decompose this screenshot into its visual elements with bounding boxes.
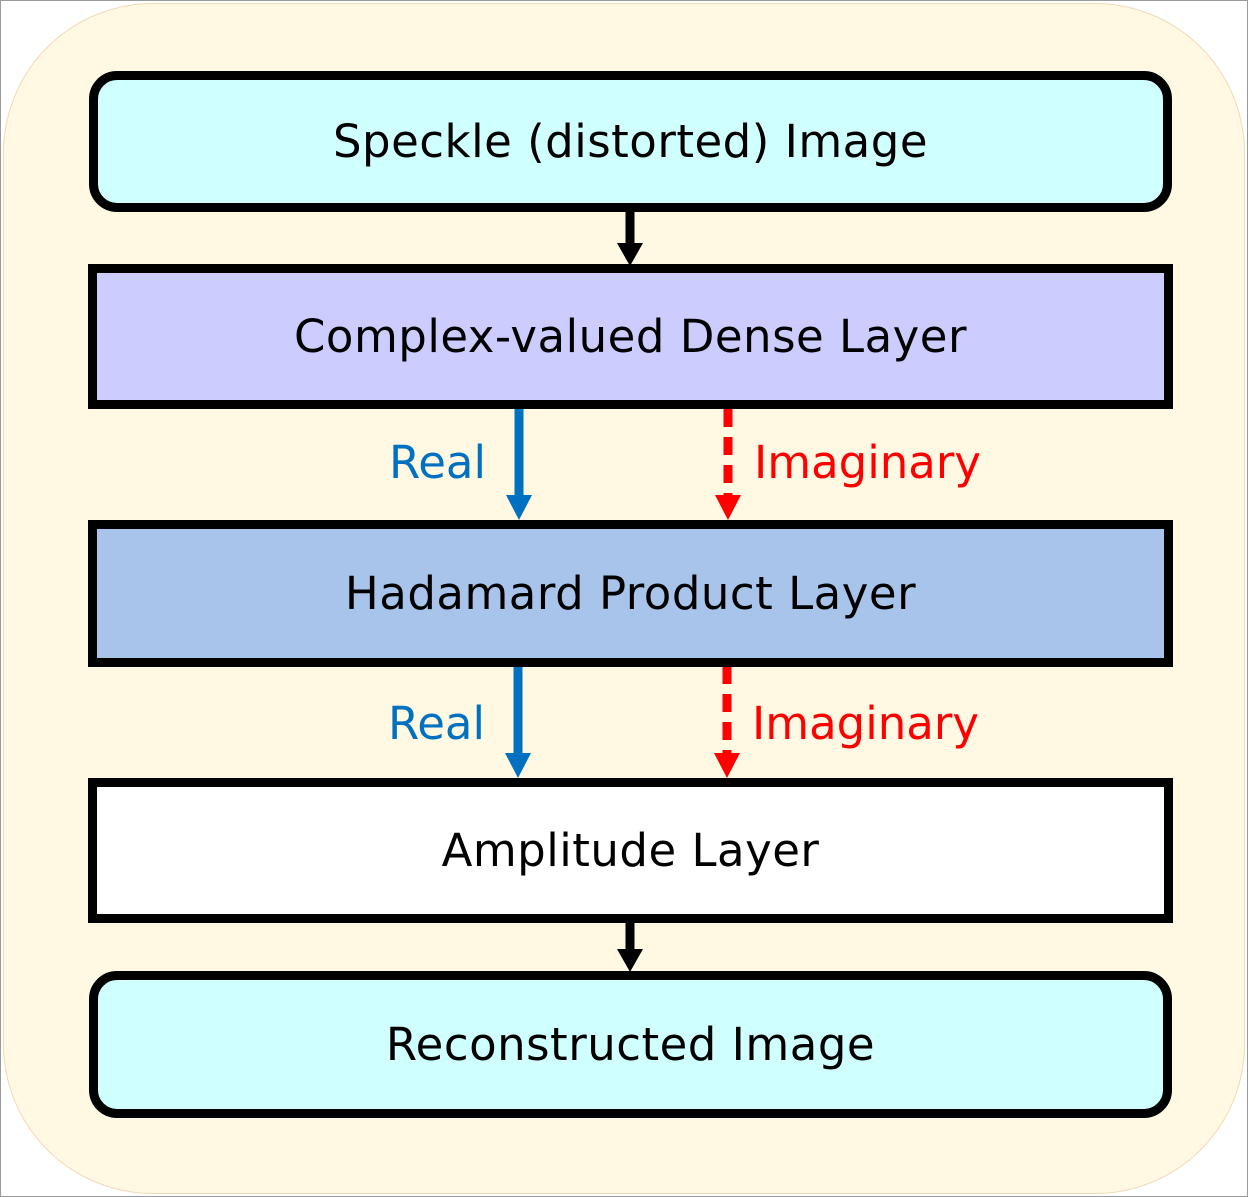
node-speckle-image-label: Speckle (distorted) Image bbox=[332, 115, 929, 168]
node-complex-dense-layer-label: Complex-valued Dense Layer bbox=[294, 310, 967, 363]
edge-label-imaginary-2: Imaginary bbox=[752, 697, 979, 750]
edge-label-real-1: Real bbox=[389, 436, 487, 489]
arrow-input-to-dense bbox=[617, 208, 643, 266]
node-amplitude-layer: Amplitude Layer bbox=[88, 778, 1173, 923]
node-hadamard-product-layer: Hadamard Product Layer bbox=[88, 520, 1173, 667]
arrow-amplitude-to-output bbox=[617, 916, 643, 972]
arrow-hadamard-to-amplitude-real bbox=[505, 664, 531, 778]
arrow-dense-to-hadamard-real bbox=[506, 407, 532, 520]
arrow-hadamard-to-amplitude-imaginary bbox=[714, 666, 740, 778]
node-speckle-image: Speckle (distorted) Image bbox=[89, 71, 1172, 212]
edge-label-real-2: Real bbox=[388, 697, 486, 750]
node-reconstructed-image-label: Reconstructed Image bbox=[385, 1018, 876, 1071]
arrow-dense-to-hadamard-imaginary bbox=[715, 409, 741, 520]
node-hadamard-product-layer-label: Hadamard Product Layer bbox=[344, 567, 917, 620]
node-amplitude-layer-label: Amplitude Layer bbox=[441, 824, 820, 877]
node-complex-dense-layer: Complex-valued Dense Layer bbox=[88, 264, 1173, 409]
node-reconstructed-image: Reconstructed Image bbox=[89, 971, 1172, 1118]
edge-label-imaginary-1: Imaginary bbox=[754, 436, 981, 489]
